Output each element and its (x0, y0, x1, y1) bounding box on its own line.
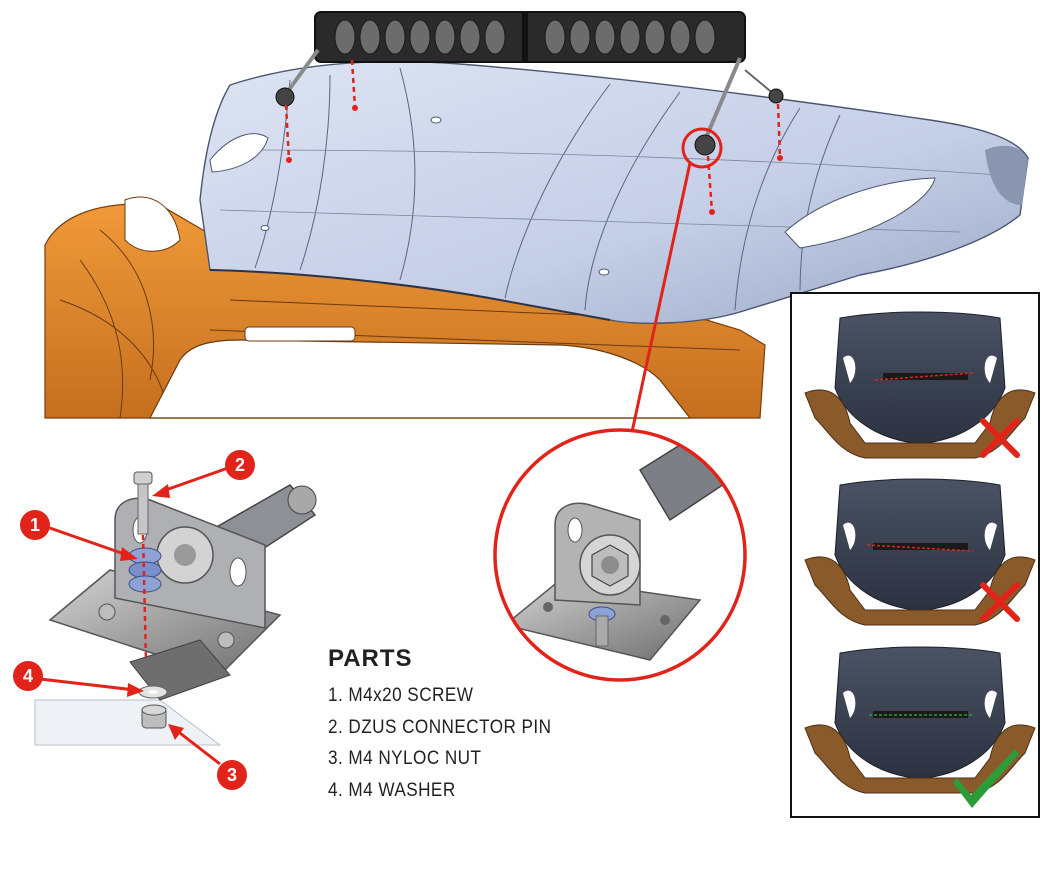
check-icon (953, 749, 1019, 808)
callout-number-4: 4 (23, 666, 33, 686)
callout-3: 3 (168, 724, 247, 790)
callouts: 1 2 3 4 (13, 450, 255, 790)
callout-number-2: 2 (235, 455, 245, 475)
hood-light-cutout-left (209, 133, 269, 173)
callout-number-3: 3 (227, 765, 237, 785)
zoom-detail (493, 428, 747, 682)
part-item-3: 3. M4 NYLOC NUT (328, 747, 482, 769)
callout-2: 2 (152, 450, 255, 498)
part-item-2: 2. DZUS CONNECTOR PIN (328, 715, 552, 738)
parts-list: 1. M4x20 SCREW 2. DZUS CONNECTOR PIN 3. … (328, 680, 628, 806)
install-example-incorrect-1 (804, 311, 1036, 459)
vehicle-front-view (44, 11, 1029, 433)
detail-highlight-circle (681, 127, 723, 169)
exploded-bracket-view (34, 471, 317, 746)
callout-1: 1 (20, 510, 138, 561)
hood-light-cutout-right (784, 177, 936, 249)
parts-title: PARTS (328, 645, 413, 672)
led-light-bar (275, 11, 784, 156)
install-example-correct (804, 646, 1036, 808)
parts-list-section: PARTS 1. M4x20 SCREW 2. DZUS CONNECTOR P… (328, 644, 628, 806)
cross-icon (980, 582, 1020, 622)
verification-panel (790, 292, 1040, 818)
cross-icon (980, 418, 1020, 458)
callout-number-1: 1 (30, 515, 40, 535)
callout-4: 4 (13, 661, 144, 697)
grille-opening (149, 339, 692, 419)
part-item-4: 4. M4 WASHER (328, 778, 456, 801)
part-item-1: 1. M4x20 SCREW (328, 684, 474, 706)
install-example-incorrect-2 (804, 478, 1036, 626)
